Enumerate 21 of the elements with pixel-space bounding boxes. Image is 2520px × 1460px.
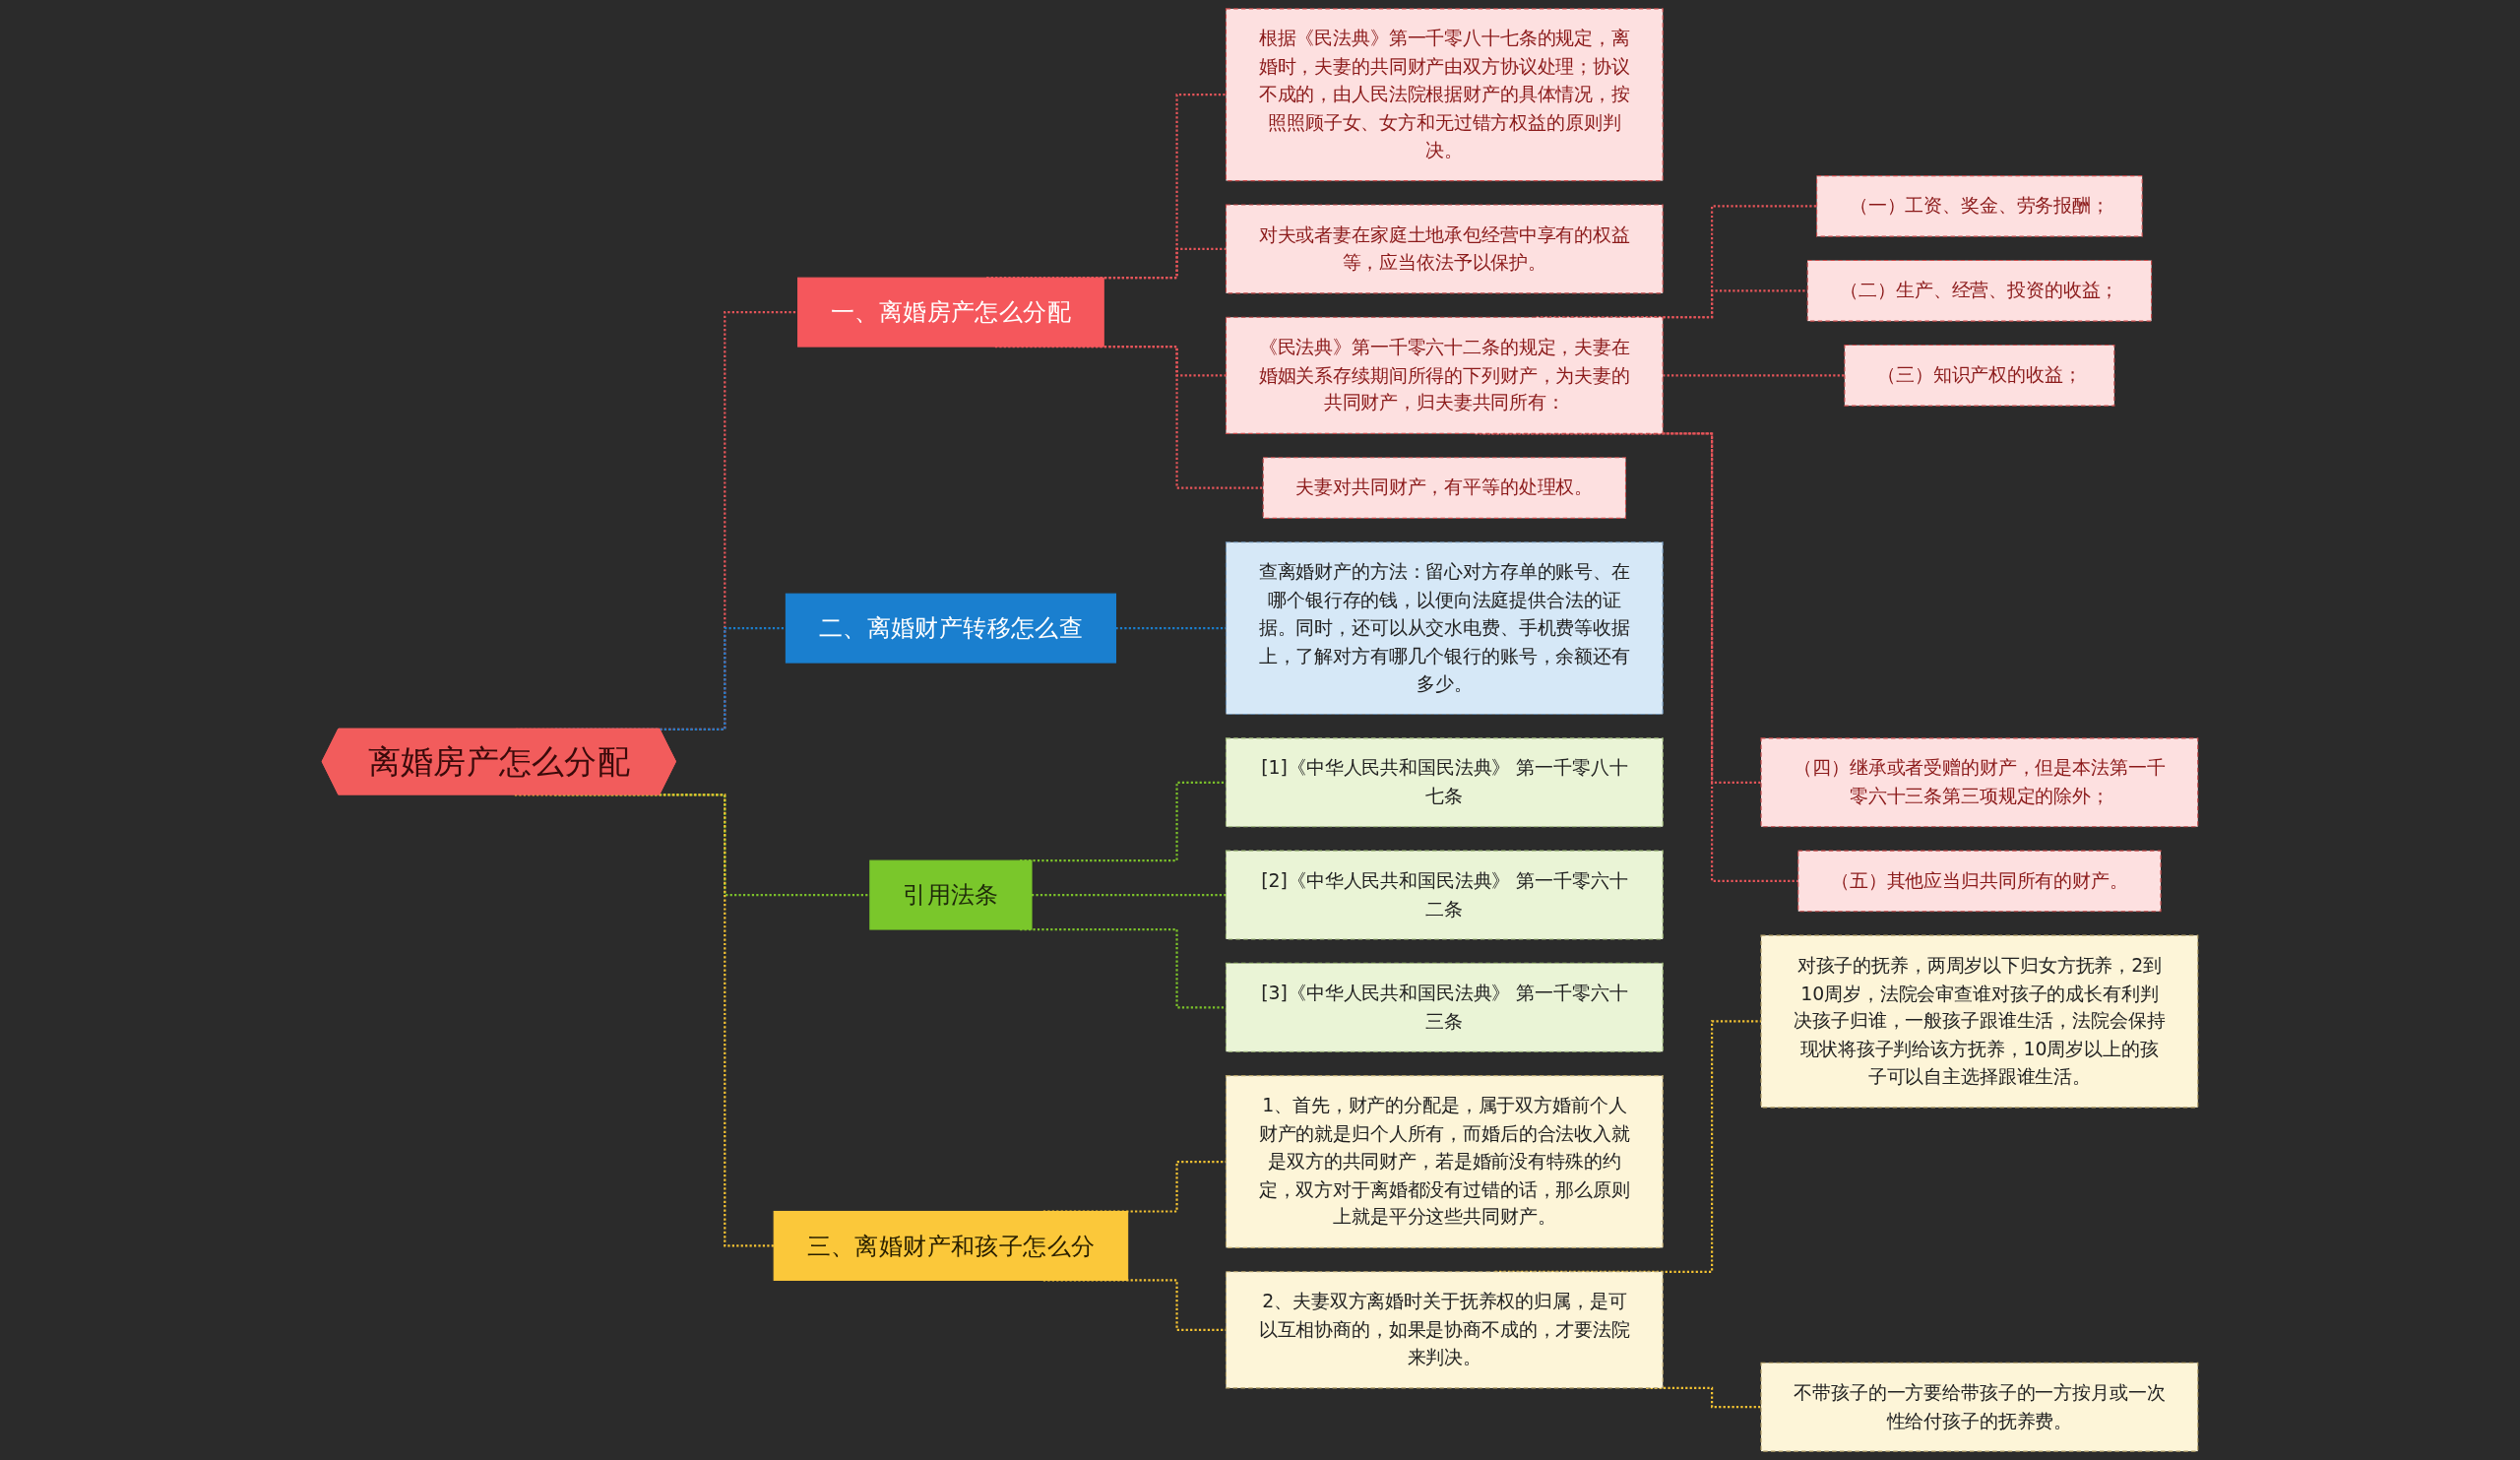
node-box: （四）继承或者受赠的财产，但是本法第一千零六十三条第三项规定的除外； (1760, 737, 2199, 828)
node-box: 引用法条 (869, 859, 1033, 930)
node-box: 2、夫妻双方离婚时关于抚养权的归属，是可以互相协商的，如果是协商不成的，才要法院来判决。 (1225, 1271, 1664, 1389)
node-box: [2]《中华人民共和国民法典》 第一千零六十二条 (1225, 850, 1664, 940)
node-box: 三、离婚财产和孩子怎么分 (773, 1210, 1129, 1281)
node-box: （一）工资、奖金、劳务报酬； (1816, 175, 2143, 237)
node-box: 二、离婚财产转移怎么查 (785, 593, 1116, 664)
node-box: [1]《中华人民共和国民法典》 第一千零八十七条 (1225, 737, 1664, 828)
node-box: 对夫或者妻在家庭土地承包经营中享有的权益等，应当依法予以保护。 (1225, 204, 1664, 294)
node-box: 《民法典》第一千零六十二条的规定，夫妻在婚姻关系存续期间所得的下列财产，为夫妻的共同财产，归夫妻共同所有： (1225, 316, 1664, 434)
node-box: 查离婚财产的方法：留心对方存单的账号、在哪个银行存的钱，以便向法庭提供合法的证据。同时，还可以从交水电费、手机费等收据上，了解对方有哪几个银行的账号，余额还有多少。 (1225, 541, 1664, 716)
node-box: （二）生产、经营、投资的收益； (1806, 260, 2153, 322)
node-box: 对孩子的抚养，两周岁以下归女方抚养，2到10周岁，法院会审查谁对孩子的成长有利判决孩子归谁，一般孩子跟谁生活，法院会保持现状将孩子判给该方抚养，10周岁以上的孩子可以自主选择跟谁生活。 (1760, 934, 2199, 1109)
node-box: 根据《民法典》第一千零八十七条的规定，离婚时，夫妻的共同财产由双方协议处理；协议不成的，由人民法院根据财产的具体情况，按照照顾子女、女方和无过错方权益的原则判决。 (1225, 8, 1664, 182)
node-box: 一、离婚房产怎么分配 (797, 277, 1104, 348)
node-box: 不带孩子的一方要给带孩子的一方按月或一次性给付孩子的抚养费。 (1760, 1362, 2199, 1452)
node-box: （五）其他应当归共同所有的财产。 (1797, 850, 2162, 913)
node-box: 夫妻对共同财产，有平等的处理权。 (1262, 457, 1627, 519)
node-box: [3]《中华人民共和国民法典》 第一千零六十三条 (1225, 962, 1664, 1052)
node-box: 1、首先，财产的分配是，属于双方婚前个人财产的就是归个人所有，而婚后的合法收入就是双方的共同财产，若是婚前没有特殊的约定，双方对于离婚都没有过错的话，那么原则上就是平分这些共同财产。 (1225, 1075, 1664, 1248)
node-box: （三）知识产权的收益； (1844, 345, 2115, 407)
